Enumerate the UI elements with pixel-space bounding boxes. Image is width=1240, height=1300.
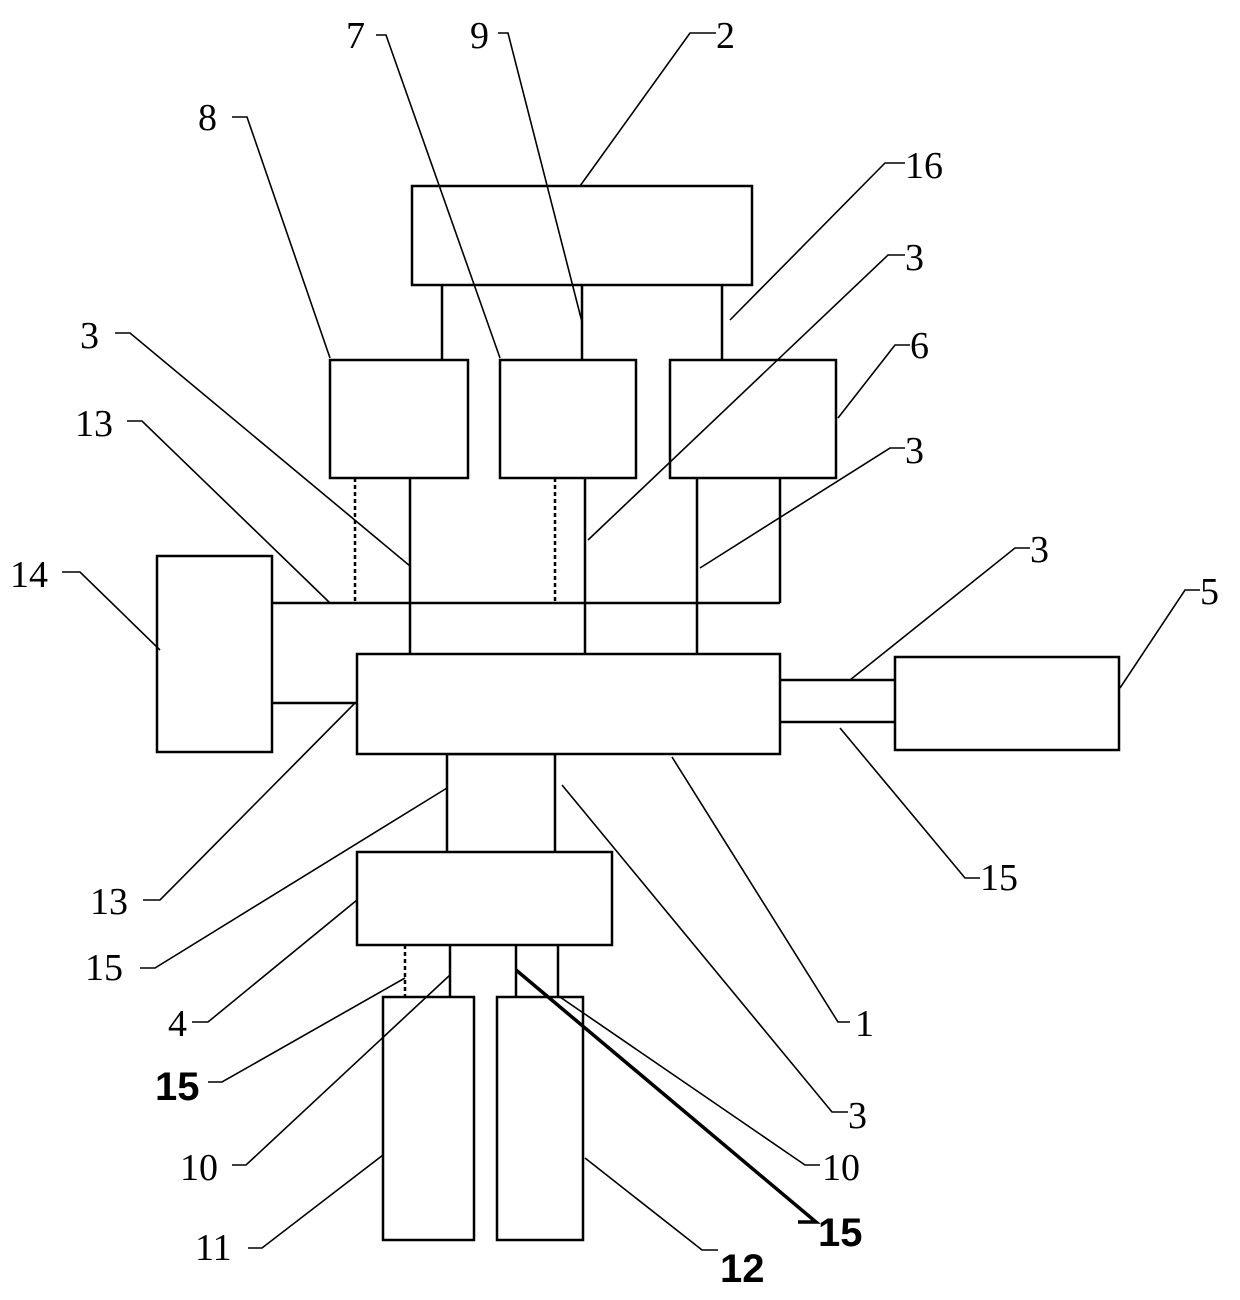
label-3-lower: 3 — [848, 1095, 867, 1137]
box-12 — [497, 997, 583, 1240]
box-6 — [670, 360, 836, 478]
label-2: 2 — [716, 15, 735, 57]
box-1 — [357, 654, 780, 754]
label-15-bottom: 15 — [155, 1065, 200, 1109]
label-12: 12 — [720, 1247, 765, 1291]
label-3-right-upper: 3 — [905, 237, 924, 279]
label-5: 5 — [1200, 571, 1219, 613]
leader-10-right — [560, 997, 820, 1165]
leader-15-bottom — [208, 978, 405, 1082]
box-7 — [500, 360, 636, 478]
label-3-left: 3 — [80, 315, 99, 357]
leader-12 — [585, 1158, 718, 1250]
label-6: 6 — [910, 325, 929, 367]
label-3-right-far: 3 — [1030, 529, 1049, 571]
leader-14 — [62, 572, 160, 650]
leader-6 — [838, 345, 910, 418]
label-15-bold: 15 — [818, 1211, 863, 1255]
label-10-right: 10 — [822, 1147, 860, 1189]
leader-3-lower — [562, 785, 848, 1112]
leader-4 — [192, 900, 357, 1022]
box-5 — [895, 657, 1119, 750]
leader-16 — [730, 163, 905, 320]
label-10-left: 10 — [180, 1147, 218, 1189]
label-13-upper: 13 — [75, 403, 113, 445]
label-13-lower: 13 — [90, 881, 128, 923]
box-8 — [330, 360, 468, 478]
box-4 — [357, 852, 612, 945]
label-8: 8 — [198, 97, 217, 139]
components — [157, 186, 1119, 1240]
box-11 — [383, 997, 474, 1240]
label-16: 16 — [905, 145, 943, 187]
box-14 — [157, 556, 272, 752]
label-9: 9 — [470, 15, 489, 57]
label-11: 11 — [195, 1227, 232, 1269]
label-7: 7 — [346, 15, 365, 57]
leader-1 — [672, 757, 850, 1022]
label-15-right: 15 — [980, 857, 1018, 899]
label-15-lower-left: 15 — [85, 947, 123, 989]
leader-11 — [248, 1155, 383, 1248]
label-4: 4 — [168, 1003, 187, 1045]
box-2 — [412, 186, 752, 285]
leader-8 — [232, 117, 330, 358]
leader-5 — [1120, 590, 1200, 688]
label-3-right-mid: 3 — [905, 430, 924, 472]
label-14: 14 — [10, 554, 48, 596]
leader-2 — [580, 33, 716, 186]
label-1: 1 — [855, 1003, 874, 1045]
